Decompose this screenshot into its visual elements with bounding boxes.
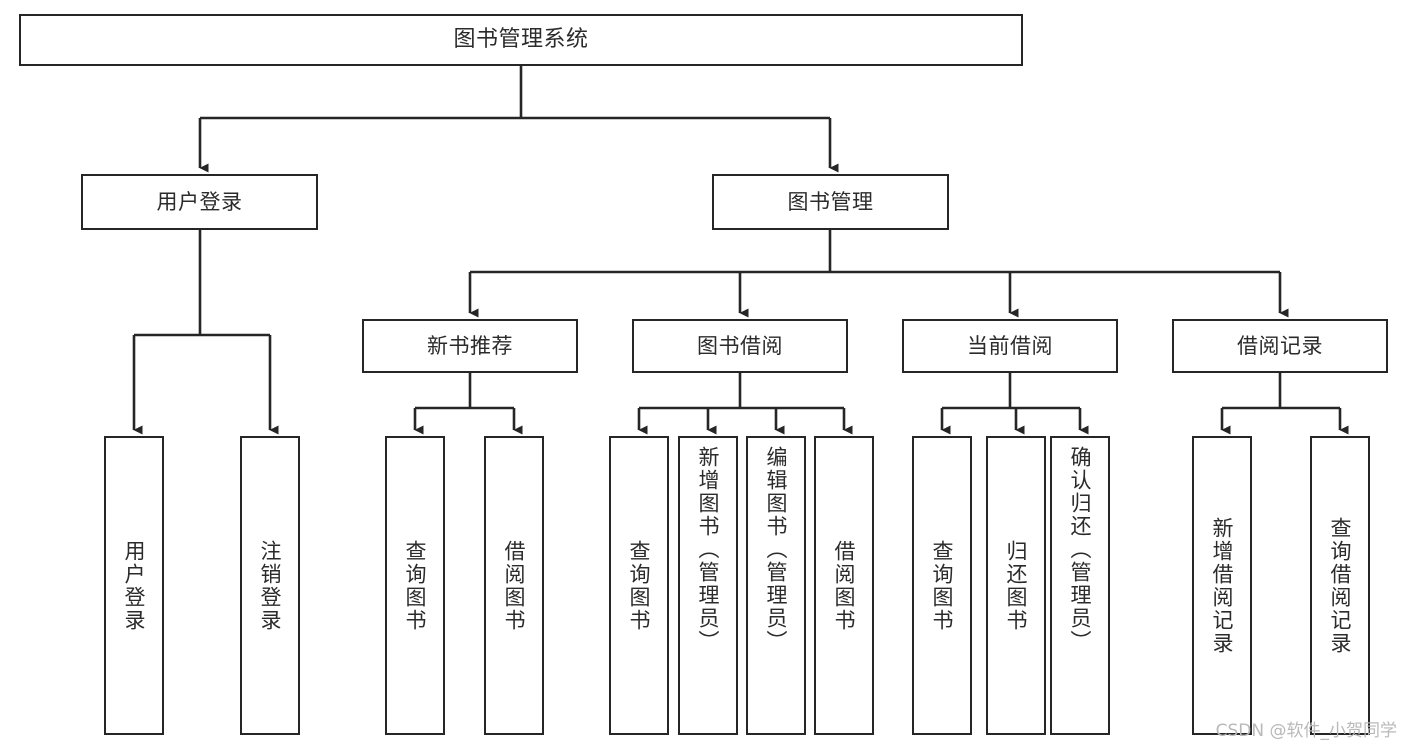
leaf-query-book-3[interactable]: 查询图书 xyxy=(912,436,972,735)
watermark: CSDN @软件_小贺同学 xyxy=(1215,721,1397,741)
node-new-book-recommendation-label: 新书推荐 xyxy=(427,333,513,358)
node-root-label: 图书管理系统 xyxy=(453,27,589,53)
leaf-edit-book-admin-label: 编辑图书（管理员） xyxy=(764,446,789,653)
leaf-add-borrow-record[interactable]: 新增借阅记录 xyxy=(1192,436,1252,735)
node-book-borrow-label: 图书借阅 xyxy=(697,333,783,358)
leaf-query-book-3-label: 查询图书 xyxy=(930,539,955,632)
leaf-return-book[interactable]: 归还图书 xyxy=(986,436,1046,735)
leaf-confirm-return-admin-label: 确认归还（管理员） xyxy=(1068,446,1093,653)
leaf-return-book-label: 归还图书 xyxy=(1004,539,1029,632)
leaf-add-book-admin-label: 新增图书（管理员） xyxy=(696,446,721,653)
leaf-query-book-2-label: 查询图书 xyxy=(627,539,652,632)
node-borrow-record[interactable]: 借阅记录 xyxy=(1172,319,1388,373)
node-user-login[interactable]: 用户登录 xyxy=(81,174,318,230)
leaf-query-book-2[interactable]: 查询图书 xyxy=(609,436,669,735)
node-borrow-record-label: 借阅记录 xyxy=(1237,333,1323,358)
node-book-management[interactable]: 图书管理 xyxy=(712,174,949,230)
node-current-borrow-label: 当前借阅 xyxy=(967,333,1053,358)
leaf-user-login-label: 用户登录 xyxy=(122,539,147,632)
leaf-user-logout-label: 注销登录 xyxy=(258,539,283,632)
node-root[interactable]: 图书管理系统 xyxy=(19,14,1023,66)
leaf-edit-book-admin[interactable]: 编辑图书（管理员） xyxy=(746,436,806,735)
leaf-query-borrow-record-label: 查询借阅记录 xyxy=(1328,516,1353,655)
leaf-borrow-book-2[interactable]: 借阅图书 xyxy=(814,436,874,735)
node-book-borrow[interactable]: 图书借阅 xyxy=(632,319,848,373)
node-user-login-label: 用户登录 xyxy=(156,189,243,214)
leaf-user-login[interactable]: 用户登录 xyxy=(104,436,164,735)
leaf-add-borrow-record-label: 新增借阅记录 xyxy=(1210,516,1235,655)
leaf-query-borrow-record[interactable]: 查询借阅记录 xyxy=(1310,436,1370,735)
leaf-add-book-admin[interactable]: 新增图书（管理员） xyxy=(678,436,738,735)
leaf-user-logout[interactable]: 注销登录 xyxy=(240,436,300,735)
leaf-borrow-book-1-label: 借阅图书 xyxy=(502,539,527,632)
node-book-management-label: 图书管理 xyxy=(787,189,874,214)
leaf-borrow-book-2-label: 借阅图书 xyxy=(832,539,857,632)
node-current-borrow[interactable]: 当前借阅 xyxy=(902,319,1118,373)
leaf-borrow-book-1[interactable]: 借阅图书 xyxy=(484,436,544,735)
leaf-query-book-1[interactable]: 查询图书 xyxy=(385,436,445,735)
leaf-query-book-1-label: 查询图书 xyxy=(403,539,428,632)
leaf-confirm-return-admin[interactable]: 确认归还（管理员） xyxy=(1050,436,1110,735)
node-new-book-recommendation[interactable]: 新书推荐 xyxy=(362,319,578,373)
